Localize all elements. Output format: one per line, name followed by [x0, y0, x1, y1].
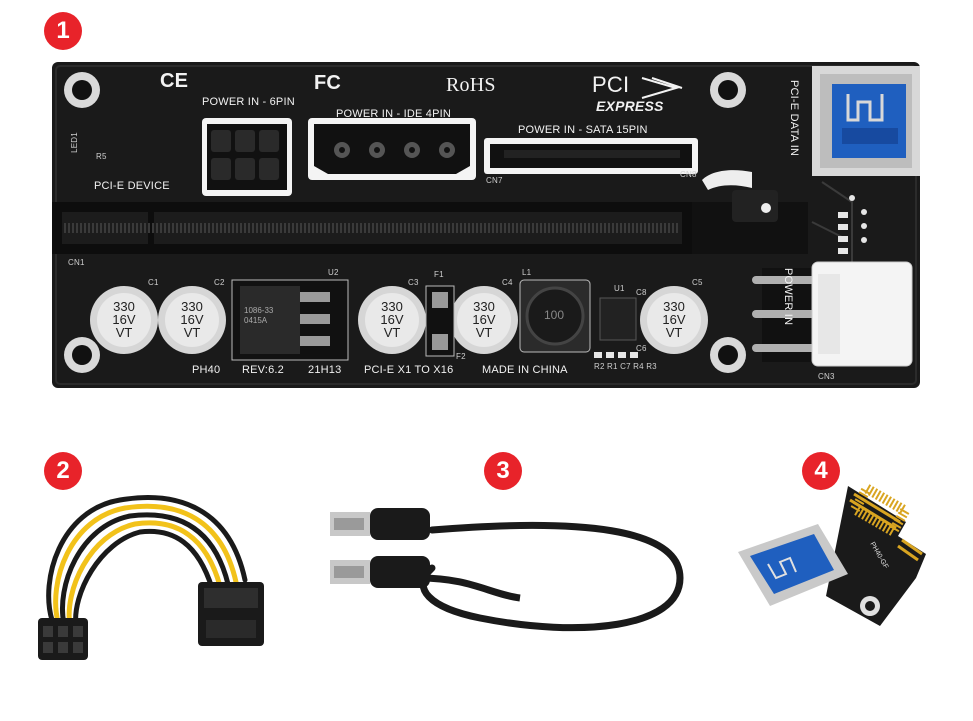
capacitor-value: 330: [473, 299, 495, 314]
ref-r5: R5: [96, 152, 107, 161]
capacitor-type: VT: [383, 325, 401, 340]
capacitor-label: 330 16V VT: [458, 300, 510, 339]
ref-c2: C2: [214, 278, 225, 287]
regulator-part: 1086-33: [244, 306, 274, 315]
regulator-lot: 0415A: [244, 316, 268, 325]
riser-board-graphic: [52, 62, 920, 388]
capacitor-type: VT: [665, 325, 683, 340]
usb-plug: [330, 508, 430, 540]
usb-port: [812, 66, 920, 176]
badge-3: 3: [484, 452, 522, 490]
connector-4pin-power: [752, 261, 913, 367]
capacitor-label: 330 16V VT: [648, 300, 700, 339]
capacitor-value: 330: [113, 299, 135, 314]
cable-6pin-to-sata: [38, 495, 264, 660]
ref-l1: L1: [522, 268, 532, 277]
capacitor-voltage: 16V: [472, 312, 496, 327]
rohs-mark: RoHS: [446, 74, 496, 96]
label-pcie-data-in: PCI-E DATA IN: [788, 80, 800, 157]
capacitor-value: 330: [381, 299, 403, 314]
ref-c6: C6: [636, 344, 647, 353]
ref-c8: C8: [636, 288, 647, 297]
inductor: [519, 279, 591, 353]
capacitor-type: VT: [183, 325, 201, 340]
label-power-6pin: POWER IN - 6PIN: [202, 96, 295, 108]
mounting-hole: [64, 72, 746, 373]
ref-c1: C1: [148, 278, 159, 287]
ref-f2: F2: [456, 352, 466, 361]
ref-f1: F1: [434, 270, 444, 279]
label-made-in: MADE IN CHINA: [482, 364, 568, 376]
connector-ide-4pin: [308, 118, 476, 180]
capacitor-value: 330: [181, 299, 203, 314]
label-power-in: POWER IN: [782, 268, 794, 326]
ref-led1: LED1: [69, 132, 79, 153]
ref-c3: C3: [408, 278, 419, 287]
fc-mark: FC: [314, 72, 342, 94]
capacitor-voltage: 16V: [380, 312, 404, 327]
pcie-x16-slot: [52, 190, 808, 254]
ref-u2: U2: [328, 268, 339, 277]
ref-cn7: CN7: [486, 176, 503, 185]
inductor-marking: 100: [544, 308, 565, 322]
capacitor-label: 330 16V VT: [366, 300, 418, 339]
connector-sata: [484, 138, 698, 174]
label-rev: REV:6.2: [242, 364, 284, 376]
label-ph40: PH40: [192, 364, 221, 376]
capacitor-label: 330 16V VT: [98, 300, 150, 339]
adapter-graphic: [738, 481, 926, 626]
label-date-code: 21H13: [308, 364, 342, 376]
ref-cn3: CN3: [818, 372, 835, 381]
badge-1: 1: [44, 12, 82, 50]
label-pcie-device: PCI-E DEVICE: [94, 180, 170, 192]
label-power-sata: POWER IN - SATA 15PIN: [518, 124, 648, 136]
capacitor-value: 330: [663, 299, 685, 314]
riser-board: CE FC RoHS PCI EXPRESS POWER IN - 6PIN P…: [52, 62, 922, 392]
express-logo: EXPRESS: [596, 98, 664, 114]
capacitor-label: 330 16V VT: [166, 300, 218, 339]
usb-plug: [330, 556, 430, 588]
regulator-marking: 1086-33 0415A: [244, 306, 273, 326]
ref-c4: C4: [502, 278, 513, 287]
ref-c5: C5: [692, 278, 703, 287]
capacitor: [90, 286, 708, 354]
label-power-ide: POWER IN - IDE 4PIN: [336, 108, 452, 120]
pci-logo: PCI: [592, 72, 630, 97]
pcie-x1-adapter: PH40-GF: [730, 478, 950, 638]
ref-cn8: CN8: [680, 170, 697, 179]
capacitor-voltage: 16V: [180, 312, 204, 327]
ref-u1: U1: [614, 284, 625, 293]
ce-mark: CE: [160, 70, 189, 92]
capacitor-voltage: 16V: [112, 312, 136, 327]
badge-2: 2: [44, 452, 82, 490]
ref-r-list: R2 R1 C7 R4 R3: [594, 362, 657, 371]
latch: [702, 170, 752, 190]
capacitor-voltage: 16V: [662, 312, 686, 327]
capacitor-type: VT: [115, 325, 133, 340]
badge-4: 4: [802, 452, 840, 490]
connector-6pin: [202, 118, 292, 196]
label-x1-to-x16: PCI-E X1 TO X16: [364, 364, 454, 376]
capacitor-type: VT: [475, 325, 493, 340]
regulator-u2: [231, 279, 349, 361]
ref-cn1: CN1: [68, 258, 85, 267]
pci-arrow-logo: [641, 77, 683, 99]
usb-cable: [330, 508, 684, 632]
